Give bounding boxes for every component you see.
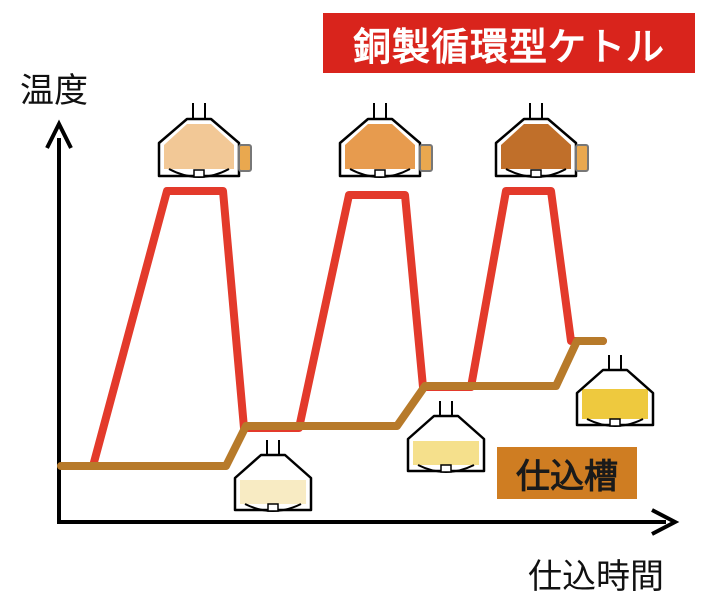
tun-icon xyxy=(233,440,313,512)
x-axis-arrow xyxy=(651,508,680,536)
kettle-icon xyxy=(494,103,589,178)
kettle-label: 銅製循環型ケトル xyxy=(323,13,695,73)
tun-icon xyxy=(406,401,486,473)
tun-label: 仕込槽 xyxy=(497,447,637,499)
tun-icon xyxy=(575,355,655,427)
kettle-icon xyxy=(157,103,252,178)
x-axis-label: 仕込時間 xyxy=(528,557,664,597)
axes xyxy=(45,119,680,536)
y-axis-arrow xyxy=(45,119,73,149)
tun-temperature-line xyxy=(57,337,607,470)
kettle-icon xyxy=(338,103,433,178)
y-axis-label: 温度 xyxy=(20,71,88,111)
kettle-temperature-line xyxy=(89,187,607,470)
